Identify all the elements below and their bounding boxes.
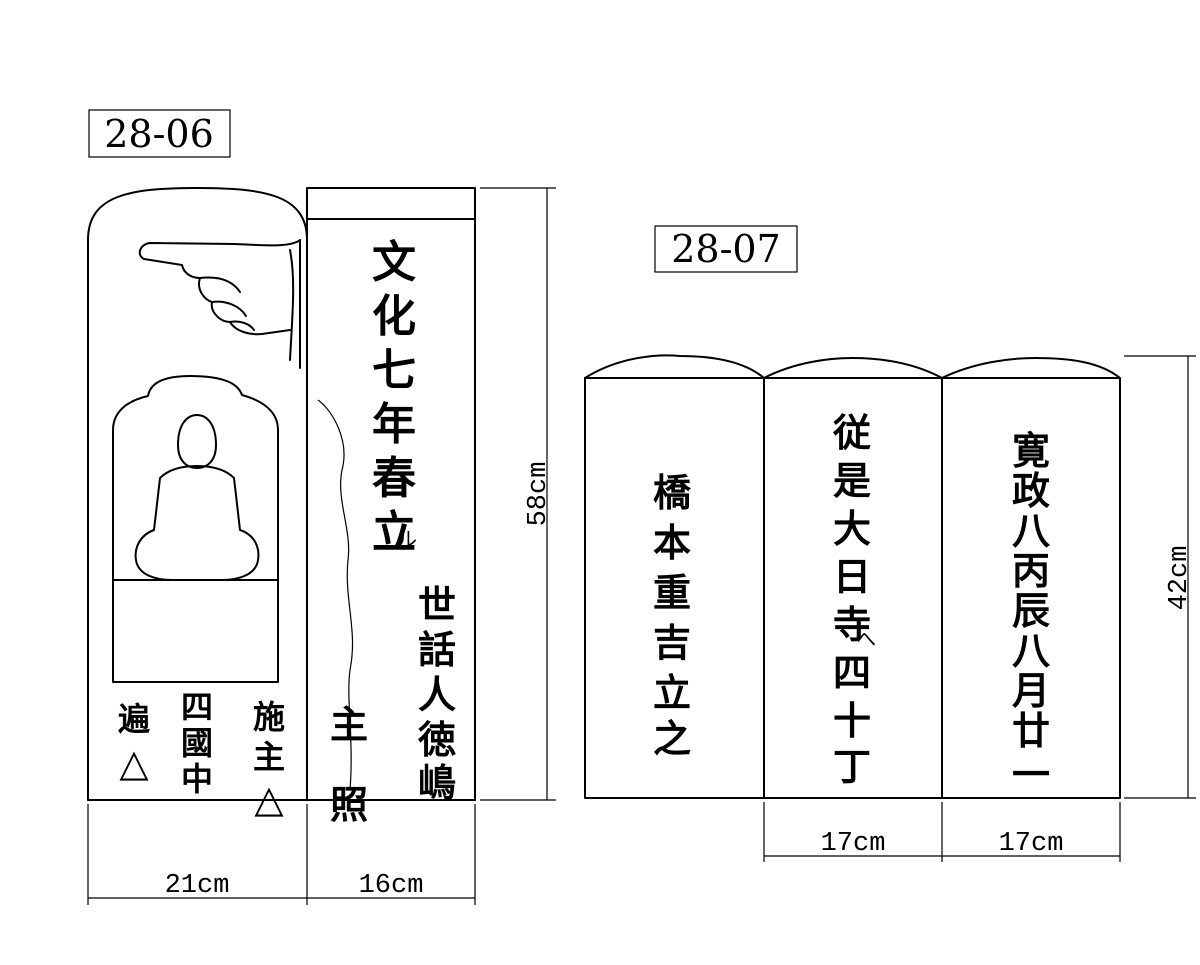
face-char: 従 — [832, 410, 871, 455]
face-char: 吉 — [653, 620, 691, 665]
front-main-char: 立 — [372, 507, 416, 558]
crack-line — [317, 399, 354, 791]
pointing-hand-icon — [138, 239, 301, 369]
face-char: 辰 — [1012, 588, 1050, 633]
stone-28-07: 28-07 橋 本 重 吉 立 之 従 是 大 日 寺 へ 四 — [584, 225, 1196, 862]
dim-label-width-mid: 17cm — [821, 829, 886, 859]
front-sponsor-inscription: 主 照 — [330, 702, 368, 827]
id-label-28-06: 28-06 — [104, 112, 214, 156]
front-main-char: 春 — [372, 453, 416, 504]
face-char: 立 — [653, 670, 691, 715]
face-char: 之 — [653, 716, 691, 761]
side-left-char: 遍 — [118, 700, 150, 738]
dimension-height-28-06: 58cm — [480, 187, 556, 801]
face-char: 丙 — [1012, 548, 1050, 593]
dim-label-height: 58cm — [524, 462, 554, 527]
dimension-height-28-07: 42cm — [1124, 355, 1196, 799]
face-char: 寺 — [833, 602, 871, 647]
face-left-inscription: 橋 本 重 吉 立 之 — [653, 470, 691, 761]
triangle-mark: △ — [119, 741, 149, 785]
id-box-28-06 — [88, 109, 231, 158]
face-char: 八 — [1012, 508, 1051, 553]
side-right-char: 施 — [253, 698, 285, 736]
face-char: 廿 — [1012, 708, 1050, 753]
dim-label-width-front: 16cm — [359, 871, 424, 901]
triangle-mark: △ — [254, 777, 284, 821]
face-char: 是 — [833, 458, 871, 503]
patron-char: 嶋 — [418, 760, 456, 805]
face-char: 大 — [833, 506, 871, 551]
face-char: 寛 — [1012, 428, 1050, 473]
sponsor-char: 照 — [330, 782, 368, 827]
dimension-width-28-06: 21cm 16cm — [87, 804, 476, 905]
face-char: 橋 — [653, 470, 691, 515]
face-kana: へ — [856, 627, 876, 651]
face-char: 一 — [1012, 752, 1050, 797]
side-right-char: 主 — [253, 738, 285, 776]
patron-char: 世 — [418, 582, 456, 627]
face-char: 八 — [1012, 628, 1051, 673]
front-patron-inscription: 世 話 人 徳 嶋 — [417, 582, 456, 805]
face-right-inscription: 寛 政 八 丙 辰 八 月 廿 一 — [1012, 428, 1051, 797]
face-char: 月 — [1012, 668, 1050, 713]
face-char: 政 — [1012, 468, 1050, 513]
patron-char: 人 — [418, 672, 456, 717]
id-label-28-07: 28-07 — [671, 227, 781, 271]
side-inscription: 遍 △ 四 國 中 施 主 △ — [118, 688, 285, 821]
id-box-28-07 — [654, 225, 798, 273]
front-face-outline — [306, 187, 476, 801]
face-char: 四 — [833, 650, 871, 695]
dimension-width-28-07: 17cm 17cm — [763, 802, 1121, 862]
face-char: 日 — [833, 554, 871, 599]
face-right — [941, 377, 1121, 799]
face-char: 重 — [653, 570, 691, 615]
face-char: 本 — [653, 520, 691, 565]
seated-figure-icon — [134, 414, 260, 581]
patron-char: 徳 — [417, 717, 456, 762]
face-middle-inscription: 従 是 大 日 寺 へ 四 十 丁 — [832, 410, 876, 789]
patron-char: 話 — [418, 627, 456, 672]
front-main-char: 化 — [372, 291, 416, 342]
side-center-char: 四 — [181, 688, 213, 726]
dim-label-height: 42cm — [1165, 546, 1195, 611]
side-face-outline — [87, 187, 308, 801]
face-char: 丁 — [833, 744, 871, 789]
front-main-char: 文 — [372, 237, 416, 288]
side-center-char: 中 — [181, 760, 213, 798]
front-main-char: 七 — [372, 345, 416, 396]
front-main-inscription: 文 化 七 年 春 立 ル — [372, 237, 417, 558]
side-center-char: 國 — [181, 724, 213, 762]
stone-28-06: 28-06 文 化 — [87, 109, 556, 905]
stone-faces-28-07 — [584, 354, 1121, 799]
niche-figure — [112, 375, 279, 683]
front-main-suffix: ル — [397, 527, 417, 551]
dim-label-width-side: 21cm — [165, 871, 230, 901]
dim-label-width-right: 17cm — [999, 829, 1064, 859]
front-main-char: 年 — [372, 399, 416, 450]
face-char: 十 — [833, 698, 871, 743]
sponsor-char: 主 — [330, 702, 368, 747]
